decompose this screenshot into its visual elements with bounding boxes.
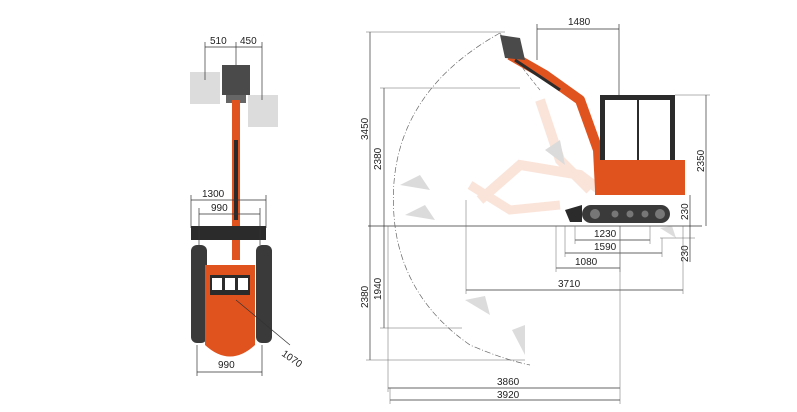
dim-3710: 3710	[558, 279, 581, 290]
dim-2350: 2350	[696, 149, 707, 172]
dim-3860: 3860	[497, 377, 520, 388]
dim-990-gauge: 990	[211, 203, 228, 214]
dim-510: 510	[210, 36, 227, 47]
blade-side	[565, 205, 582, 222]
dim-2380-upper: 2380	[373, 147, 384, 170]
track-side	[582, 205, 670, 223]
rollers	[590, 209, 665, 219]
blade-top	[191, 226, 266, 240]
cab-side	[595, 95, 685, 195]
ghost-arm-positions	[400, 98, 603, 355]
dim-1070: 1070	[279, 348, 304, 370]
dim-1230: 1230	[594, 229, 617, 240]
bucket-side	[500, 35, 525, 60]
dim-1480: 1480	[568, 17, 591, 28]
dim-1300: 1300	[202, 189, 225, 200]
dim-450: 450	[240, 36, 257, 47]
dim-2380-lower: 2380	[360, 285, 371, 308]
dim-1940: 1940	[373, 277, 384, 300]
dim-3450: 3450	[360, 117, 371, 140]
dim-1590: 1590	[594, 242, 617, 253]
track-right	[256, 245, 272, 343]
top-view: 510 450 1300 990 990 1070	[190, 36, 304, 376]
dim-1080: 1080	[575, 257, 598, 268]
dim-3920: 3920	[497, 390, 520, 401]
track-left	[191, 245, 207, 343]
dim-230-upper: 230	[680, 203, 691, 220]
counterweight-top	[205, 345, 255, 357]
bucket-top	[222, 65, 250, 103]
dim-230-lower: 230	[680, 245, 691, 262]
dim-990-rear: 990	[218, 360, 235, 371]
reach-envelope	[393, 32, 531, 366]
side-view: 1480 3450 2380 2350 230 230 1230 1590	[360, 17, 710, 404]
bucket-ghost-right	[248, 95, 278, 127]
